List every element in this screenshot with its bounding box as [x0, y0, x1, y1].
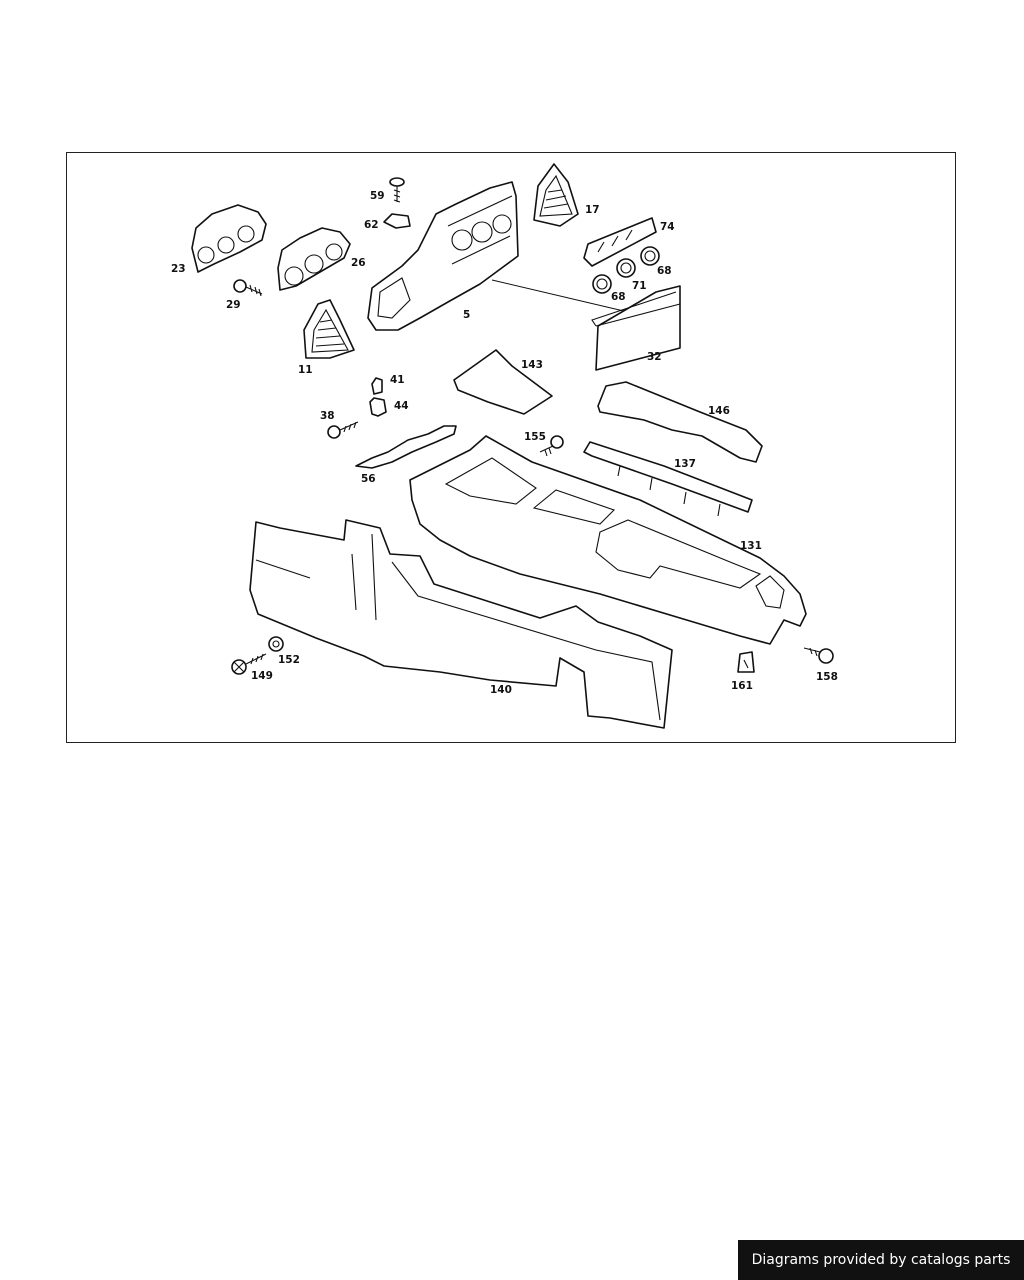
part-146-armrest	[597, 381, 763, 463]
label-44: 44	[394, 400, 409, 412]
part-56-bracket	[355, 425, 457, 469]
label-158: 158	[816, 671, 838, 683]
part-152-washer	[268, 636, 284, 652]
part-11-vent	[303, 299, 355, 359]
part-74-switch-strip	[583, 217, 657, 267]
label-74: 74	[660, 221, 675, 233]
label-62: 62	[364, 219, 379, 231]
part-26-bezel	[277, 227, 351, 291]
attribution-banner: Diagrams provided by catalogs parts	[738, 1240, 1024, 1280]
part-38-screw	[327, 421, 359, 439]
label-5: 5	[463, 309, 470, 321]
label-38: 38	[320, 410, 335, 422]
part-59-screw	[389, 177, 405, 203]
label-68-upper: 68	[657, 265, 672, 277]
part-131-console	[409, 435, 807, 645]
label-11: 11	[298, 364, 313, 376]
part-32-radio-panel	[591, 285, 681, 371]
label-131: 131	[740, 540, 762, 552]
label-41: 41	[390, 374, 405, 386]
part-149-screw	[231, 653, 267, 675]
label-32: 32	[647, 351, 662, 363]
part-23-bezel	[191, 204, 267, 273]
label-29: 29	[226, 299, 241, 311]
label-152: 152	[278, 654, 300, 666]
label-68-lower: 68	[611, 291, 626, 303]
leader-5-to-32	[491, 279, 629, 313]
part-71-knob	[616, 258, 636, 278]
part-41-clip	[371, 377, 383, 395]
part-68-knob-lower	[592, 274, 612, 294]
part-140-side-panel	[249, 519, 673, 729]
label-155: 155	[524, 431, 546, 443]
part-155-screw	[539, 435, 564, 457]
label-59: 59	[370, 190, 385, 202]
label-143: 143	[521, 359, 543, 371]
part-44-clip	[369, 397, 387, 417]
label-146: 146	[708, 405, 730, 417]
label-56: 56	[361, 473, 376, 485]
label-140: 140	[490, 684, 512, 696]
part-137-trim	[583, 441, 753, 517]
part-158-screw	[803, 647, 834, 664]
part-143-mat	[453, 349, 553, 415]
label-71: 71	[632, 280, 647, 292]
label-26: 26	[351, 257, 366, 269]
part-17-vent	[533, 163, 579, 227]
label-161: 161	[731, 680, 753, 692]
part-161-clip	[737, 651, 755, 673]
label-137: 137	[674, 458, 696, 470]
label-149: 149	[251, 670, 273, 682]
part-68-knob-upper	[640, 246, 660, 266]
label-23: 23	[171, 263, 186, 275]
part-5-housing	[367, 181, 519, 331]
label-17: 17	[585, 204, 600, 216]
part-29-screw	[233, 279, 263, 297]
part-62-clip	[383, 213, 411, 229]
